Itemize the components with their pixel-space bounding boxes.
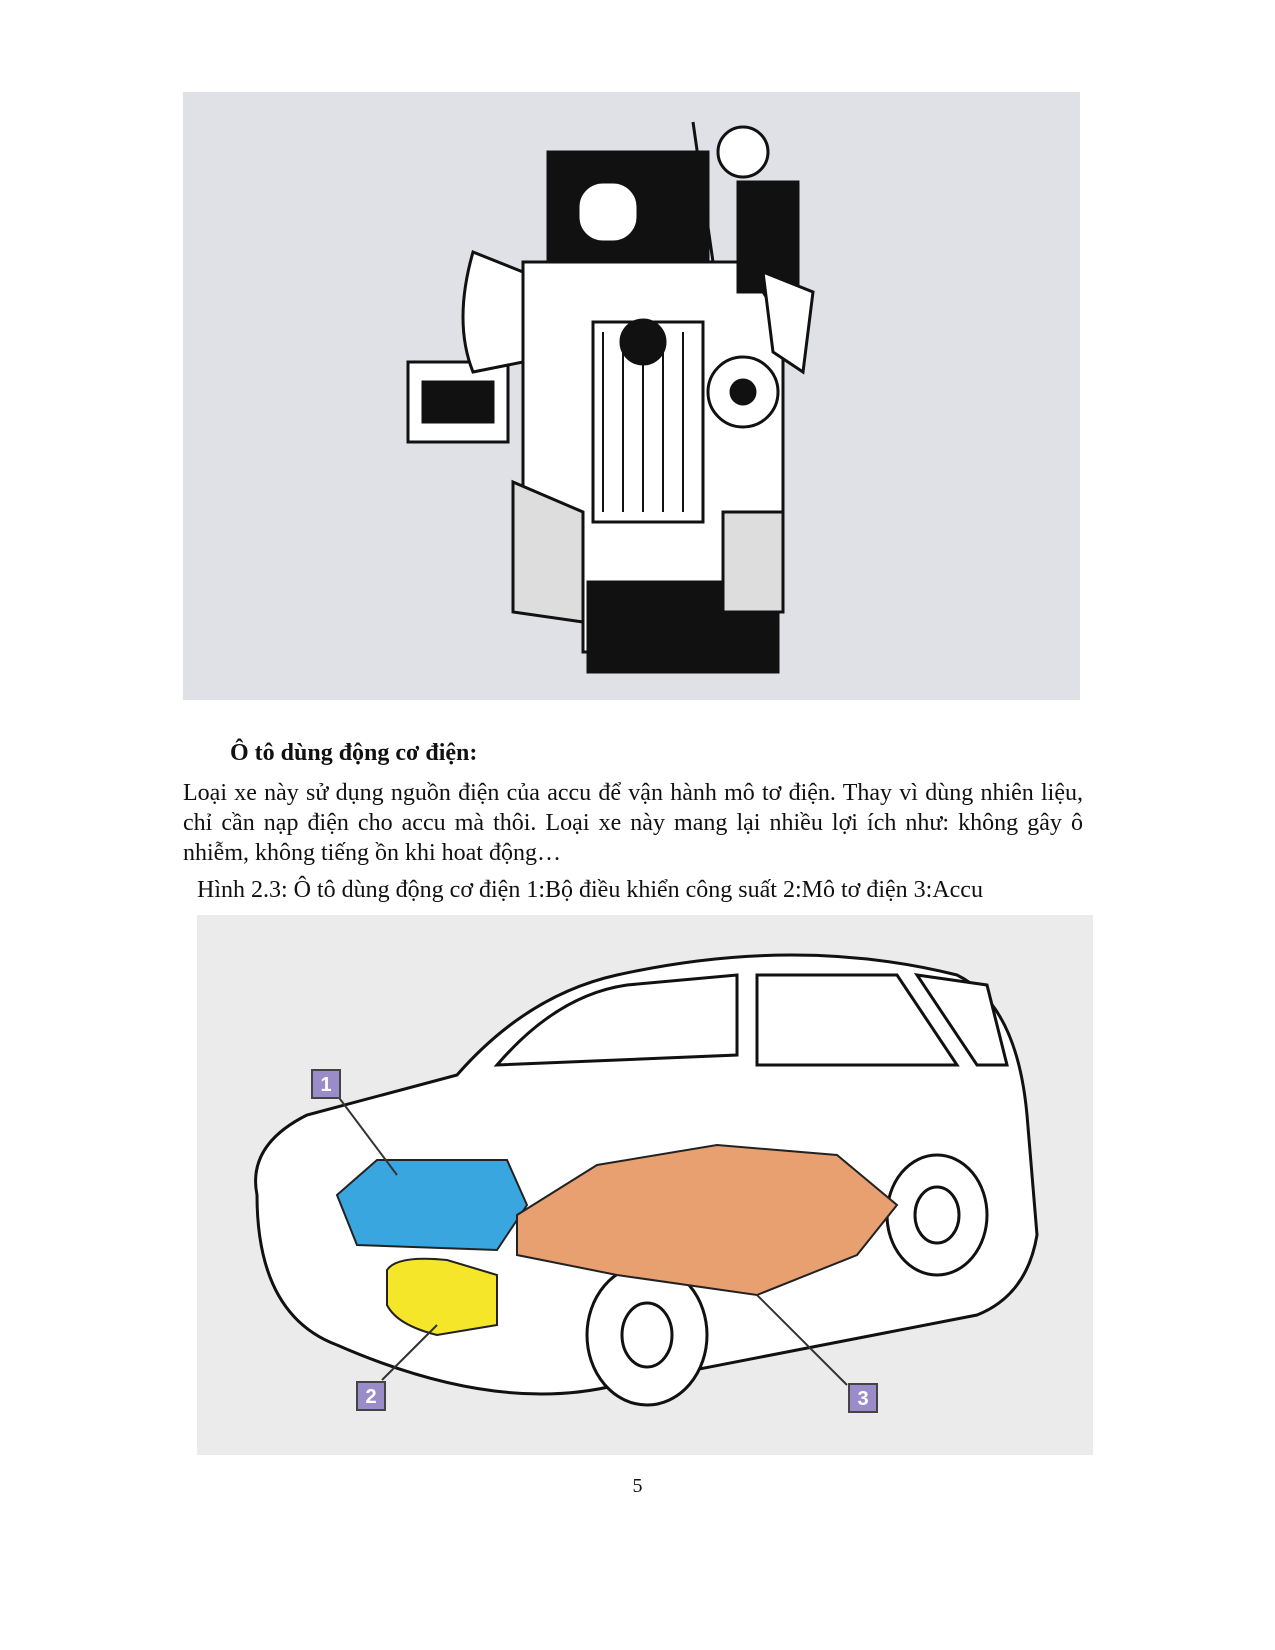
- battery-pack-shape: [516, 1143, 899, 1297]
- figure-caption: Hình 2.3: Ô tô dùng động cơ điện 1:Bộ đi…: [197, 877, 983, 903]
- callout-3: 3: [848, 1383, 878, 1413]
- electric-car-figure: 1 2 3: [197, 915, 1093, 1455]
- engine-cutaway-figure: [183, 92, 1080, 700]
- electric-motor-shape: [386, 1257, 498, 1337]
- svg-text:3: 3: [857, 1388, 868, 1410]
- callout-1: 1: [311, 1069, 341, 1099]
- callout-2: 2: [356, 1381, 386, 1411]
- svg-text:2: 2: [365, 1386, 376, 1408]
- power-controller-shape: [335, 1159, 529, 1252]
- section-paragraph: Loại xe này sử dụng nguồn điện của accu …: [183, 780, 1083, 866]
- page-number: 5: [632, 1475, 643, 1497]
- svg-text:1: 1: [320, 1074, 331, 1096]
- section-heading: Ô tô dùng động cơ điện:: [230, 740, 478, 766]
